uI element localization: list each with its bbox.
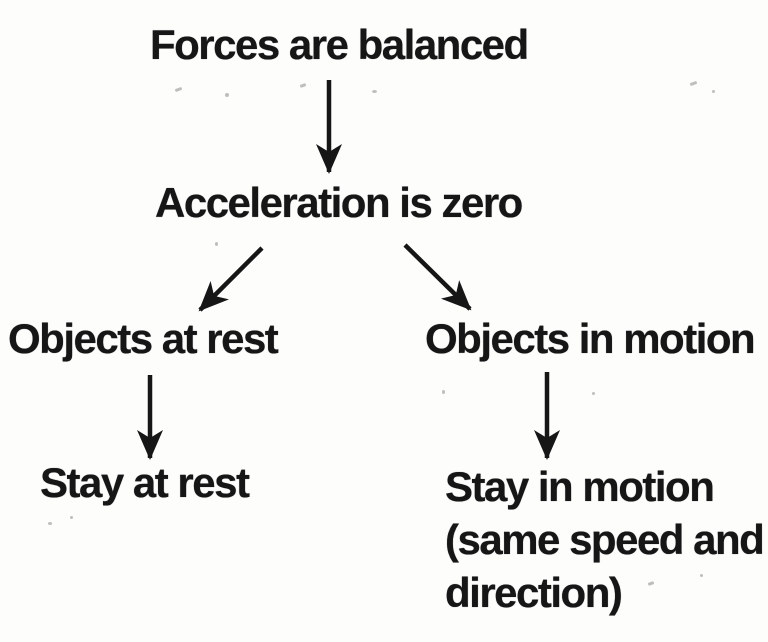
- node-objects-in-motion: Objects in motion: [425, 315, 756, 362]
- stay-in-motion-line-2: (same speed and: [445, 516, 765, 563]
- scan-speck: [592, 392, 595, 395]
- arrow-acceleration-to-objects-rest: [198, 246, 264, 312]
- node-stay-in-motion: Stay in motion (same speed and direction…: [445, 460, 765, 619]
- scan-speck: [700, 574, 703, 577]
- scan-speck: [372, 90, 377, 93]
- scan-speck: [48, 522, 52, 525]
- scan-speck: [712, 90, 715, 93]
- stay-in-motion-line-3: direction): [445, 569, 623, 616]
- node-forces-balanced: Forces are balanced: [150, 21, 529, 68]
- stay-in-motion-line-1: Stay in motion: [445, 463, 715, 510]
- arrow-acceleration-to-objects-motion: [403, 243, 472, 311]
- scan-speck: [299, 83, 307, 88]
- scan-speck: [689, 80, 698, 87]
- scan-speck: [442, 390, 445, 394]
- scan-speck: [174, 86, 183, 93]
- scan-speck: [225, 93, 229, 97]
- scan-speck: [215, 242, 218, 246]
- node-acceleration-zero: Acceleration is zero: [155, 179, 523, 226]
- scan-speck: [70, 516, 73, 519]
- node-objects-at-rest: Objects at rest: [8, 315, 279, 362]
- node-stay-at-rest: Stay at rest: [40, 459, 250, 506]
